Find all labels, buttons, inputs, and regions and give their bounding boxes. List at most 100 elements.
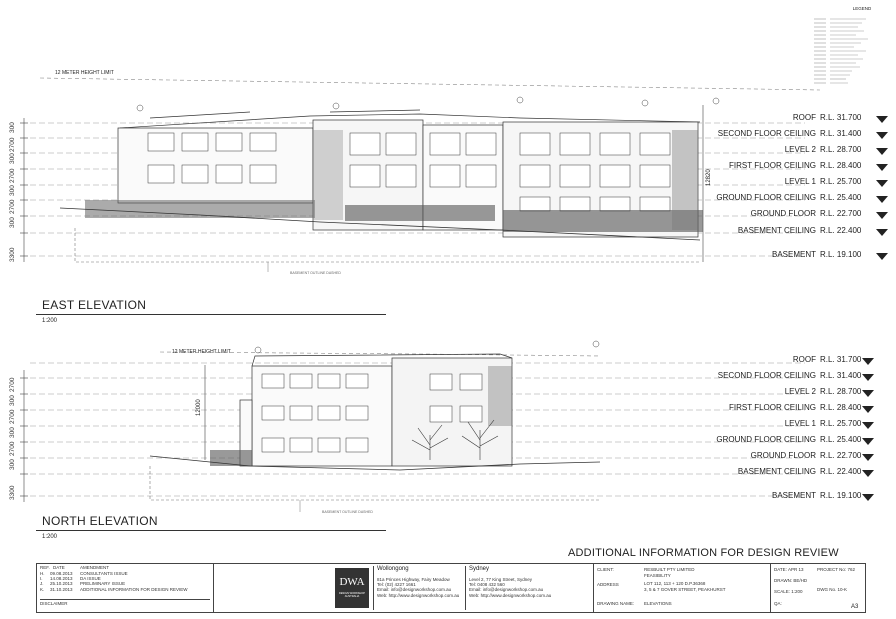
dwg-value: 10-K [837, 587, 848, 592]
drawing-label: DRAWING NAME: [597, 601, 635, 606]
north-height-limit-label: 12 METER HEIGHT LIMIT [172, 349, 231, 355]
north-title-underline [36, 530, 386, 531]
logo-text: DWA [339, 576, 365, 588]
east-elevation-scale: 1:200 [42, 318, 58, 324]
svg-text:2700: 2700 [9, 199, 16, 214]
level-marker-icon [862, 406, 874, 413]
scale-label: SCALE: [774, 589, 791, 594]
firm-logo: DWA DESIGN WORKSHOP AUSTRALIA [335, 568, 369, 608]
address-line-1: LOT 112, 113 + 120 D.P.36368 [644, 581, 706, 586]
drawn-label: DRAWN: [774, 578, 793, 583]
drawn-value: BE/HD [793, 578, 808, 583]
sheet-title: ADDITIONAL INFORMATION FOR DESIGN REVIEW [568, 547, 839, 559]
north-overall-height: 12000 [196, 399, 202, 416]
level-marker-icon [876, 148, 888, 155]
qa-label: QA: [774, 601, 782, 606]
level-marker-icon [862, 470, 874, 477]
project-no-value: 762 [847, 567, 855, 572]
svg-text:3300: 3300 [9, 485, 16, 500]
east-title-underline [36, 314, 386, 315]
office-city: Sydney [469, 566, 490, 572]
svg-text:300: 300 [9, 395, 16, 406]
svg-text:300: 300 [9, 153, 16, 164]
legend: LEGEND [806, 6, 888, 96]
client-label: CLIENT: [597, 567, 614, 572]
svg-text:300: 300 [9, 217, 16, 228]
svg-text:300: 300 [9, 427, 16, 438]
drawing-value: ELEVATIONS [644, 601, 672, 606]
office-email: Email: info@designworkshop.com.au [377, 587, 452, 593]
level-marker-icon [862, 438, 874, 445]
project-info: CLIENT: RESBUILT PTY LIMITED FEASIBILITY… [593, 564, 771, 612]
level-marker-icon [876, 180, 888, 187]
office-tel: Tel: (02) 4227 1661 [377, 582, 416, 588]
office-email: Email: info@designworkshop.com.au [469, 587, 544, 593]
drawing-meta: DATE: APR 13 PROJECT No: 762 DRAWN: BE/H… [771, 564, 865, 612]
level-marker-icon [862, 454, 874, 461]
level-marker-icon [862, 374, 874, 381]
date-label: DATE: [774, 567, 787, 572]
client-value: RESBUILT PTY LIMITED [644, 567, 695, 572]
disclaimer-label: DISCLAIMER [40, 599, 210, 606]
logo-subtext: DESIGN WORKSHOP AUSTRALIA [338, 592, 366, 598]
project-no-label: PROJECT No: [817, 567, 847, 572]
level-marker-icon [876, 229, 888, 236]
svg-text:300: 300 [9, 122, 16, 133]
north-elevation-title: NORTH ELEVATION [42, 514, 158, 528]
stage-value: FEASIBILITY [644, 573, 671, 578]
amendment-header: REF. DATE AMENDMENT [40, 565, 109, 570]
level-marker-icon [876, 132, 888, 139]
dwg-label: DWG No. [817, 587, 837, 592]
svg-text:2700: 2700 [9, 441, 16, 456]
level-marker-icon [862, 358, 874, 365]
address-line-2: 3, 5 & 7 GOVER STREET, PEAKHURST [644, 587, 726, 592]
level-marker-icon [862, 422, 874, 429]
svg-text:BASEMENT OUTLINE DASHED: BASEMENT OUTLINE DASHED [322, 510, 373, 514]
svg-text:2700: 2700 [9, 137, 16, 152]
date-value: APR 13 [787, 567, 804, 572]
office-wollongong: Wollongong 81a Princes Highway, Fairy Me… [373, 566, 467, 610]
north-elevation-drawing: BASEMENT OUTLINE DASHED 2700 300 2700 30… [9, 340, 805, 514]
office-address: Level 2, 77 King Street, Sydney [469, 577, 533, 582]
office-address: 81a Princes Highway, Fairy Meadow [377, 577, 450, 582]
level-marker-icon [862, 494, 874, 501]
office-web: Web: http://www.designworkshop.com.au [377, 592, 460, 598]
svg-text:BASEMENT OUTLINE DASHED: BASEMENT OUTLINE DASHED [290, 271, 341, 275]
scale-value: 1:200 [791, 589, 803, 594]
svg-text:2700: 2700 [9, 168, 16, 183]
level-marker-icon [876, 212, 888, 219]
level-marker-icon [876, 116, 888, 123]
svg-text:300: 300 [9, 185, 16, 196]
level-marker-icon [876, 164, 888, 171]
svg-text:2700: 2700 [9, 377, 16, 392]
office-sydney: Sydney Level 2, 77 King Street, Sydney T… [465, 566, 563, 610]
svg-text:3300: 3300 [9, 247, 16, 262]
east-overall-height: 12820 [706, 169, 712, 186]
legend-entries [814, 18, 868, 84]
address-label: ADDRESS [597, 582, 619, 587]
level-marker-icon [862, 390, 874, 397]
office-tel: Tel: 0408 432 560 [469, 582, 505, 588]
office-city: Wollongong [377, 566, 409, 572]
level-marker-icon [876, 253, 888, 260]
